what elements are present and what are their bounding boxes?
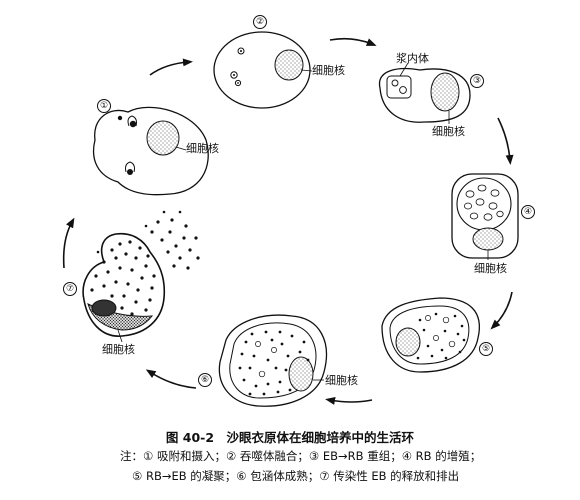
arrow-5-to-6 <box>325 396 373 405</box>
figure-caption-note-line-2: ⑤ RB→EB 的凝聚；⑥ 包涵体成熟；⑦ 传染性 EB 的释放和排出 <box>132 469 460 483</box>
svg-text:①: ① <box>100 101 108 111</box>
arrow-4-to-5 <box>490 291 513 330</box>
stage-2-cell <box>213 31 313 109</box>
stage-7-nucleus-label: 细胞核 <box>102 342 135 356</box>
stage-3-nucleus <box>430 72 460 112</box>
stage-2-nucleus <box>274 49 304 81</box>
stage-1-number: ① <box>97 99 111 113</box>
stage-2-nucleus-label: 细胞核 <box>312 63 345 77</box>
svg-text:②: ② <box>256 17 264 27</box>
stage-3-nucleus-label: 细胞核 <box>432 124 465 138</box>
stage-3-inclusion-label: 浆内体 <box>396 51 429 65</box>
stage-5-cell <box>381 297 480 373</box>
arrow-1-to-2 <box>149 58 193 76</box>
arrow-6-to-7 <box>145 369 197 389</box>
figure-caption-title: 图 40-2 沙眼衣原体在细胞培养中的生活环 <box>165 430 415 445</box>
stage-3-inclusion-body <box>386 75 412 99</box>
stage-5-nucleus <box>395 327 421 357</box>
stage-1-cell <box>93 106 209 196</box>
svg-text:③: ③ <box>473 76 481 86</box>
figure-caption-note-line-1: 注：① 吸附和摄入；② 吞噬体融合；③ EB→RB 重组；④ RB 的增殖； <box>120 449 482 463</box>
svg-text:⑥: ⑥ <box>201 375 209 385</box>
stage-4-cell <box>451 173 519 260</box>
stage-1-nucleus <box>146 120 180 156</box>
stage-6-nucleus <box>288 356 314 392</box>
stage-5-number: ⑤ <box>479 342 493 356</box>
stage-6-number: ⑥ <box>198 373 212 387</box>
stage-1-nucleus-label: 细胞核 <box>186 141 219 155</box>
arrow-3-to-4 <box>497 117 514 165</box>
stage-6-nucleus-label: 细胞核 <box>325 373 358 387</box>
svg-text:⑦: ⑦ <box>66 284 74 294</box>
arrow-7-to-1 <box>62 217 75 269</box>
stage-3-cell <box>379 62 471 124</box>
stage-4-nucleus <box>472 227 504 251</box>
stage-4-number: ④ <box>521 205 535 219</box>
stage-7-cell <box>82 210 200 343</box>
cycle-arrows <box>62 37 514 405</box>
stage-7-nucleus <box>91 299 117 317</box>
stage-6-cell <box>218 314 328 407</box>
svg-text:④: ④ <box>524 207 532 217</box>
stage-7-number: ⑦ <box>63 282 77 296</box>
stage-3-number: ③ <box>470 74 484 88</box>
stage-2-number: ② <box>253 15 267 29</box>
svg-text:⑤: ⑤ <box>482 344 490 354</box>
arrow-2-to-3 <box>329 37 377 46</box>
released-eb-particles <box>144 210 200 270</box>
stage-4-nucleus-label: 细胞核 <box>474 261 507 275</box>
